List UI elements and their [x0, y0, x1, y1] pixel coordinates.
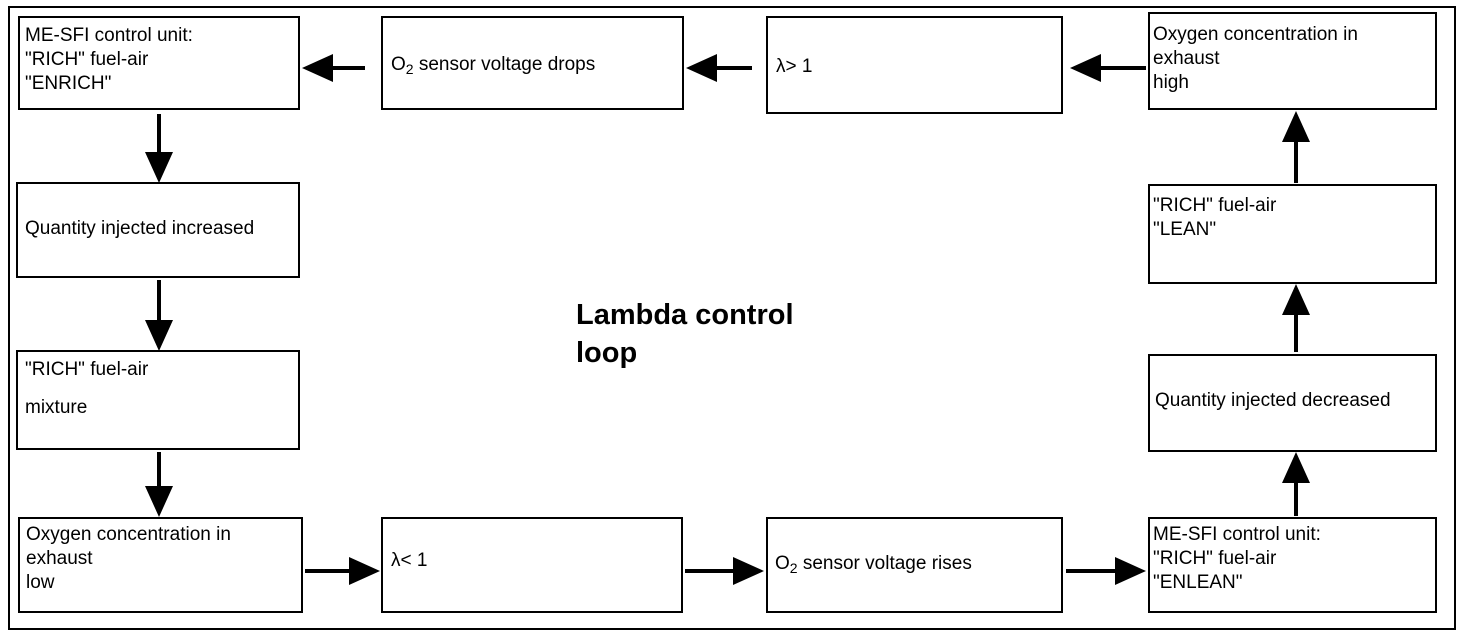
oxygen-high-line3: high: [1153, 72, 1189, 93]
rich-lean-line2: "LEAN": [1153, 219, 1217, 240]
ecu-enrich-line1: ME-SFI control unit:: [25, 25, 193, 46]
ecu-enlean-line2: "RICH" fuel-air: [1153, 548, 1277, 569]
o2-drops-subscript: 2: [405, 61, 414, 77]
arrow-ecu-to-qty: [145, 114, 173, 183]
arrow-o2drops-from-lambda: [686, 54, 752, 82]
box-oxygen-high: Oxygen concentration in exhaust high: [1148, 12, 1437, 110]
oxygen-high-line2: exhaust: [1153, 48, 1220, 69]
arrow-o2rises-to-ecu: [1066, 557, 1146, 585]
box-qty-increased: Quantity injected increased: [16, 182, 300, 278]
lambda-greater-text: λ> 1: [776, 56, 813, 77]
box-rich-lean: "RICH" fuel-air "LEAN": [1148, 184, 1437, 284]
box-lambda-less: λ< 1: [381, 517, 683, 613]
qty-decreased-text: Quantity injected decreased: [1155, 390, 1391, 411]
o2-drops-rest: sensor voltage drops: [413, 54, 596, 75]
title-line1: Lambda control: [576, 299, 794, 331]
oxygen-low-line3: low: [26, 572, 55, 593]
box-oxygen-low: Oxygen concentration in exhaust low: [18, 517, 303, 613]
box-rich-mixture: "RICH" fuel-air mixture: [16, 350, 300, 450]
ecu-enrich-line3: "ENRICH": [25, 73, 112, 94]
box-qty-decreased: Quantity injected decreased: [1148, 354, 1437, 452]
o2-rises-subscript: 2: [789, 560, 798, 576]
arrow-lean-to-oxygen-high: [1282, 111, 1310, 183]
oxygen-high-line1: Oxygen concentration in: [1153, 24, 1358, 45]
qty-increased-text: Quantity injected increased: [25, 218, 255, 239]
diagram-title: Lambda control loop: [576, 296, 794, 372]
oxygen-low-line1: Oxygen concentration in: [26, 524, 231, 545]
box-lambda-greater: λ> 1: [766, 16, 1063, 114]
rich-lean-line1: "RICH" fuel-air: [1153, 195, 1277, 216]
arrow-qty-to-lean: [1282, 284, 1310, 352]
arrow-oxygen-to-lambda: [305, 557, 380, 585]
arrow-lambda-from-oxygen: [1070, 54, 1146, 82]
o2-drops-o: O: [391, 54, 406, 75]
box-o2-drops: O2 sensor voltage drops: [381, 16, 684, 110]
o2-rises-rest: sensor voltage rises: [797, 553, 972, 574]
ecu-enlean-line1: ME-SFI control unit:: [1153, 524, 1321, 545]
o2-drops-text: O2 sensor voltage drops: [391, 53, 682, 81]
title-line2: loop: [576, 337, 638, 369]
ecu-enlean-line3: "ENLEAN": [1153, 572, 1243, 593]
diagram-frame: [8, 6, 1456, 630]
o2-rises-text: O2 sensor voltage rises: [775, 552, 1061, 580]
box-o2-rises: O2 sensor voltage rises: [766, 517, 1063, 613]
arrow-mixture-to-oxygen: [145, 452, 173, 517]
ecu-enrich-line2: "RICH" fuel-air: [25, 49, 149, 70]
lambda-less-text: λ< 1: [391, 550, 428, 571]
rich-mixture-line2: mixture: [25, 397, 88, 418]
arrow-ecu-to-qty-decreased: [1282, 452, 1310, 516]
box-ecu-enrich: ME-SFI control unit: "RICH" fuel-air "EN…: [18, 16, 300, 110]
o2-rises-o: O: [775, 553, 790, 574]
oxygen-low-line2: exhaust: [26, 548, 93, 569]
arrow-lambda-to-o2rises: [685, 557, 764, 585]
box-ecu-enlean: ME-SFI control unit: "RICH" fuel-air "EN…: [1148, 517, 1437, 613]
rich-mixture-line1: "RICH" fuel-air: [25, 359, 149, 380]
arrow-qty-to-mixture: [145, 280, 173, 351]
arrow-ecu-from-o2: [302, 54, 365, 82]
